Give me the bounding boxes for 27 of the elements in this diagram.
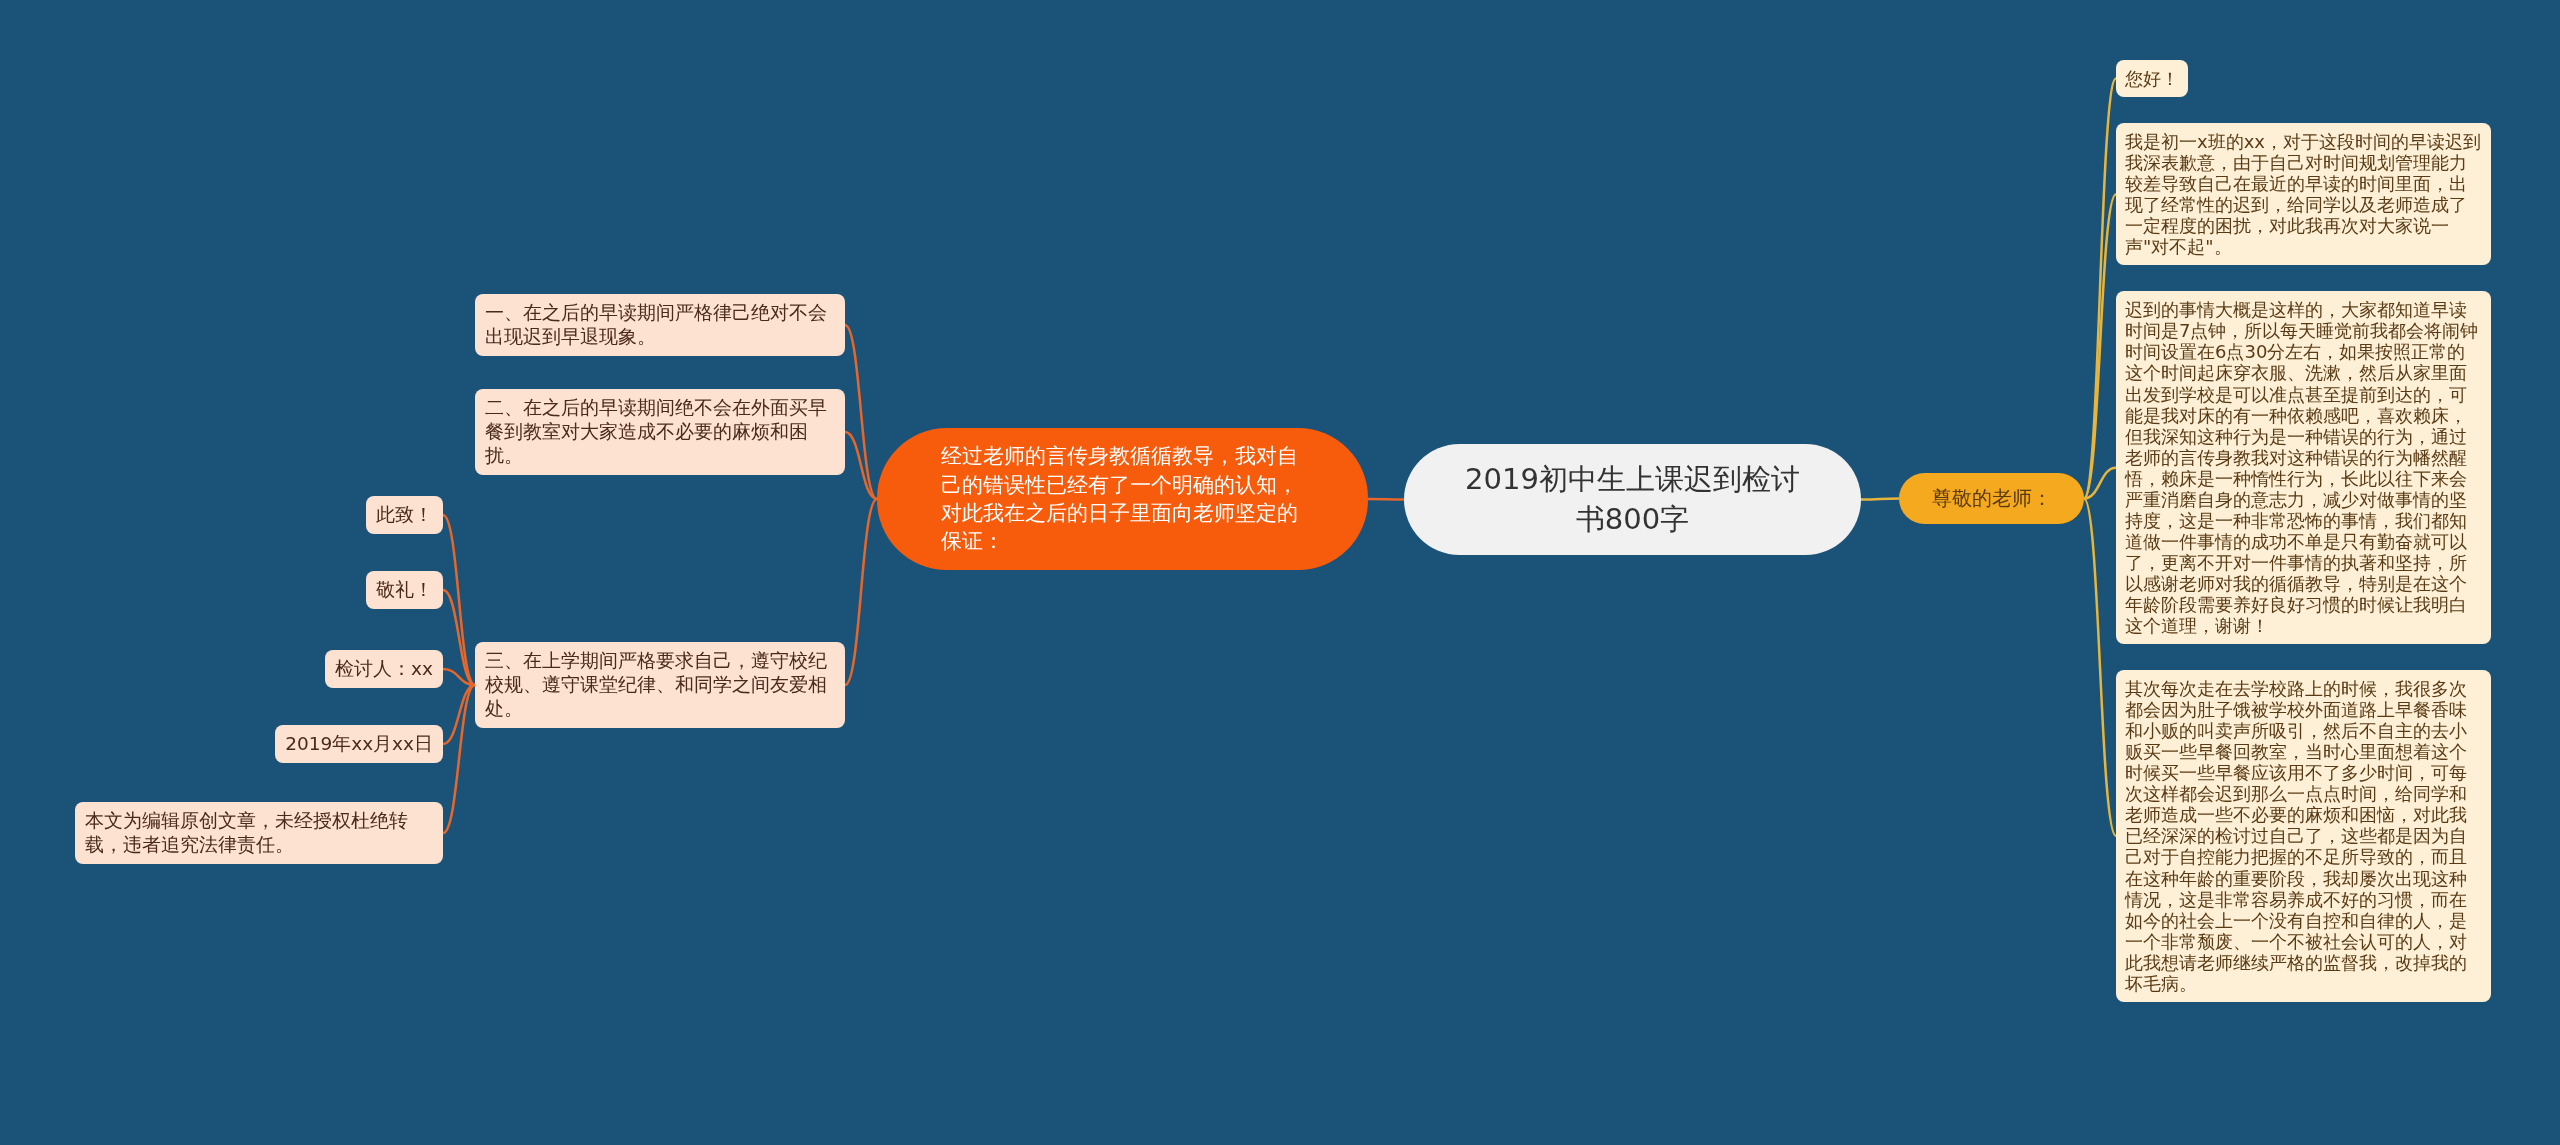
- connector-line: [844, 498, 878, 686]
- text-card: 一、在之后的早读期间严格律己绝对不会出现迟到早退现象。: [475, 294, 845, 357]
- text-card: 三、在上学期间严格要求自己，遵守校纪校规、遵守课堂纪律、和同学之间友爱相处。: [475, 642, 845, 729]
- text-card: 检讨人：xx: [325, 650, 443, 689]
- connector-line: [1861, 497, 1899, 501]
- connector-line: [442, 514, 476, 686]
- branch-node: 尊敬的老师：: [1899, 473, 2084, 524]
- topic-node: 2019初中生上课迟到检讨书800字: [1404, 444, 1861, 555]
- text-card: 本文为编辑原创文章，未经授权杜绝转载，违者追究法律责任。: [75, 802, 443, 865]
- connector-line: [1368, 497, 1404, 501]
- text-card: 敬礼！: [366, 571, 443, 610]
- connector-line: [2082, 497, 2118, 837]
- connector-line: [2082, 78, 2118, 499]
- text-card: 迟到的事情大概是这样的，大家都知道早读时间是7点钟，所以每天睡觉前我都会将闹钟时间设置在6点30分左右，如果按照正常的这个时间起床穿衣服、洗漱，然后从家里面出发到学校是可以准点甚至提前到达的，可能是我对床的有一种依赖感吧，喜欢赖床，但我深知这种行为是一种错误的行为，通过老师的言传身教我对这种错误的行为幡然醒悟，赖床是一种惰性行为，长此以往下来会严重消磨自身的意志力，减少对做事情的坚持度，这是一种非常恐怖的事情，我们都知道做一件事情的成功不单是只有勤奋就可以了，更离不开对一件事情的执著和坚持，所以感谢老师对我的循循教导，特别是在这个年龄阶段需要养好良好习惯的时候让我明白这个道理，谢谢！: [2116, 291, 2491, 645]
- text-card: 您好！: [2116, 60, 2188, 98]
- connector-line: [844, 324, 878, 500]
- text-card: 其次每次走在去学校路上的时候，我很多次都会因为肚子饿被学校外面道路上早餐香味和小贩的叫卖声所吸引，然后不自主的去小贩买一些早餐回教室，当时心里面想着这个时候买一些早餐应该用不了多少时间，可每次这样都会迟到那么一点点时间，给同学和老师造成一些不必要的麻烦和困恼，对此我已经深深的检讨过自己了，这些都是因为自己对于自控能力把握的不足所导致的，而且在这种年龄的重要阶段，我却屡次出现这种情况，这是非常容易养成不好的习惯，而在如今的社会上一个没有自控和自律的人，是一个非常颓废、一个不被社会认可的人，对此我想请老师继续严格的监督我，改掉我的坏毛病。: [2116, 670, 2491, 1002]
- connector-line: [2083, 466, 2117, 500]
- text-card: 此致！: [366, 496, 443, 535]
- text-card: 2019年xx月xx日: [275, 725, 443, 764]
- connector-line: [844, 430, 878, 501]
- connector-line: [442, 684, 476, 835]
- branch-node: 经过老师的言传身教循循教导，我对自己的错误性已经有了一个明确的认知，对此我在之后的日子里面向老师坚定的保证：: [877, 428, 1368, 570]
- connector-line: [2082, 193, 2118, 500]
- text-card: 我是初一x班的xx，对于这段时间的早读迟到我深表歉意，由于自己对时间规划管理能力较差导致自己在最近的早读的时间里面，出现了经常性的迟到，给同学以及老师造成了一定程度的困扰，对此我再次对大家说一声"对不起"。: [2116, 123, 2491, 266]
- connector-line: [442, 683, 476, 746]
- text-card: 二、在之后的早读期间绝不会在外面买早餐到教室对大家造成不必要的麻烦和困扰。: [475, 389, 845, 476]
